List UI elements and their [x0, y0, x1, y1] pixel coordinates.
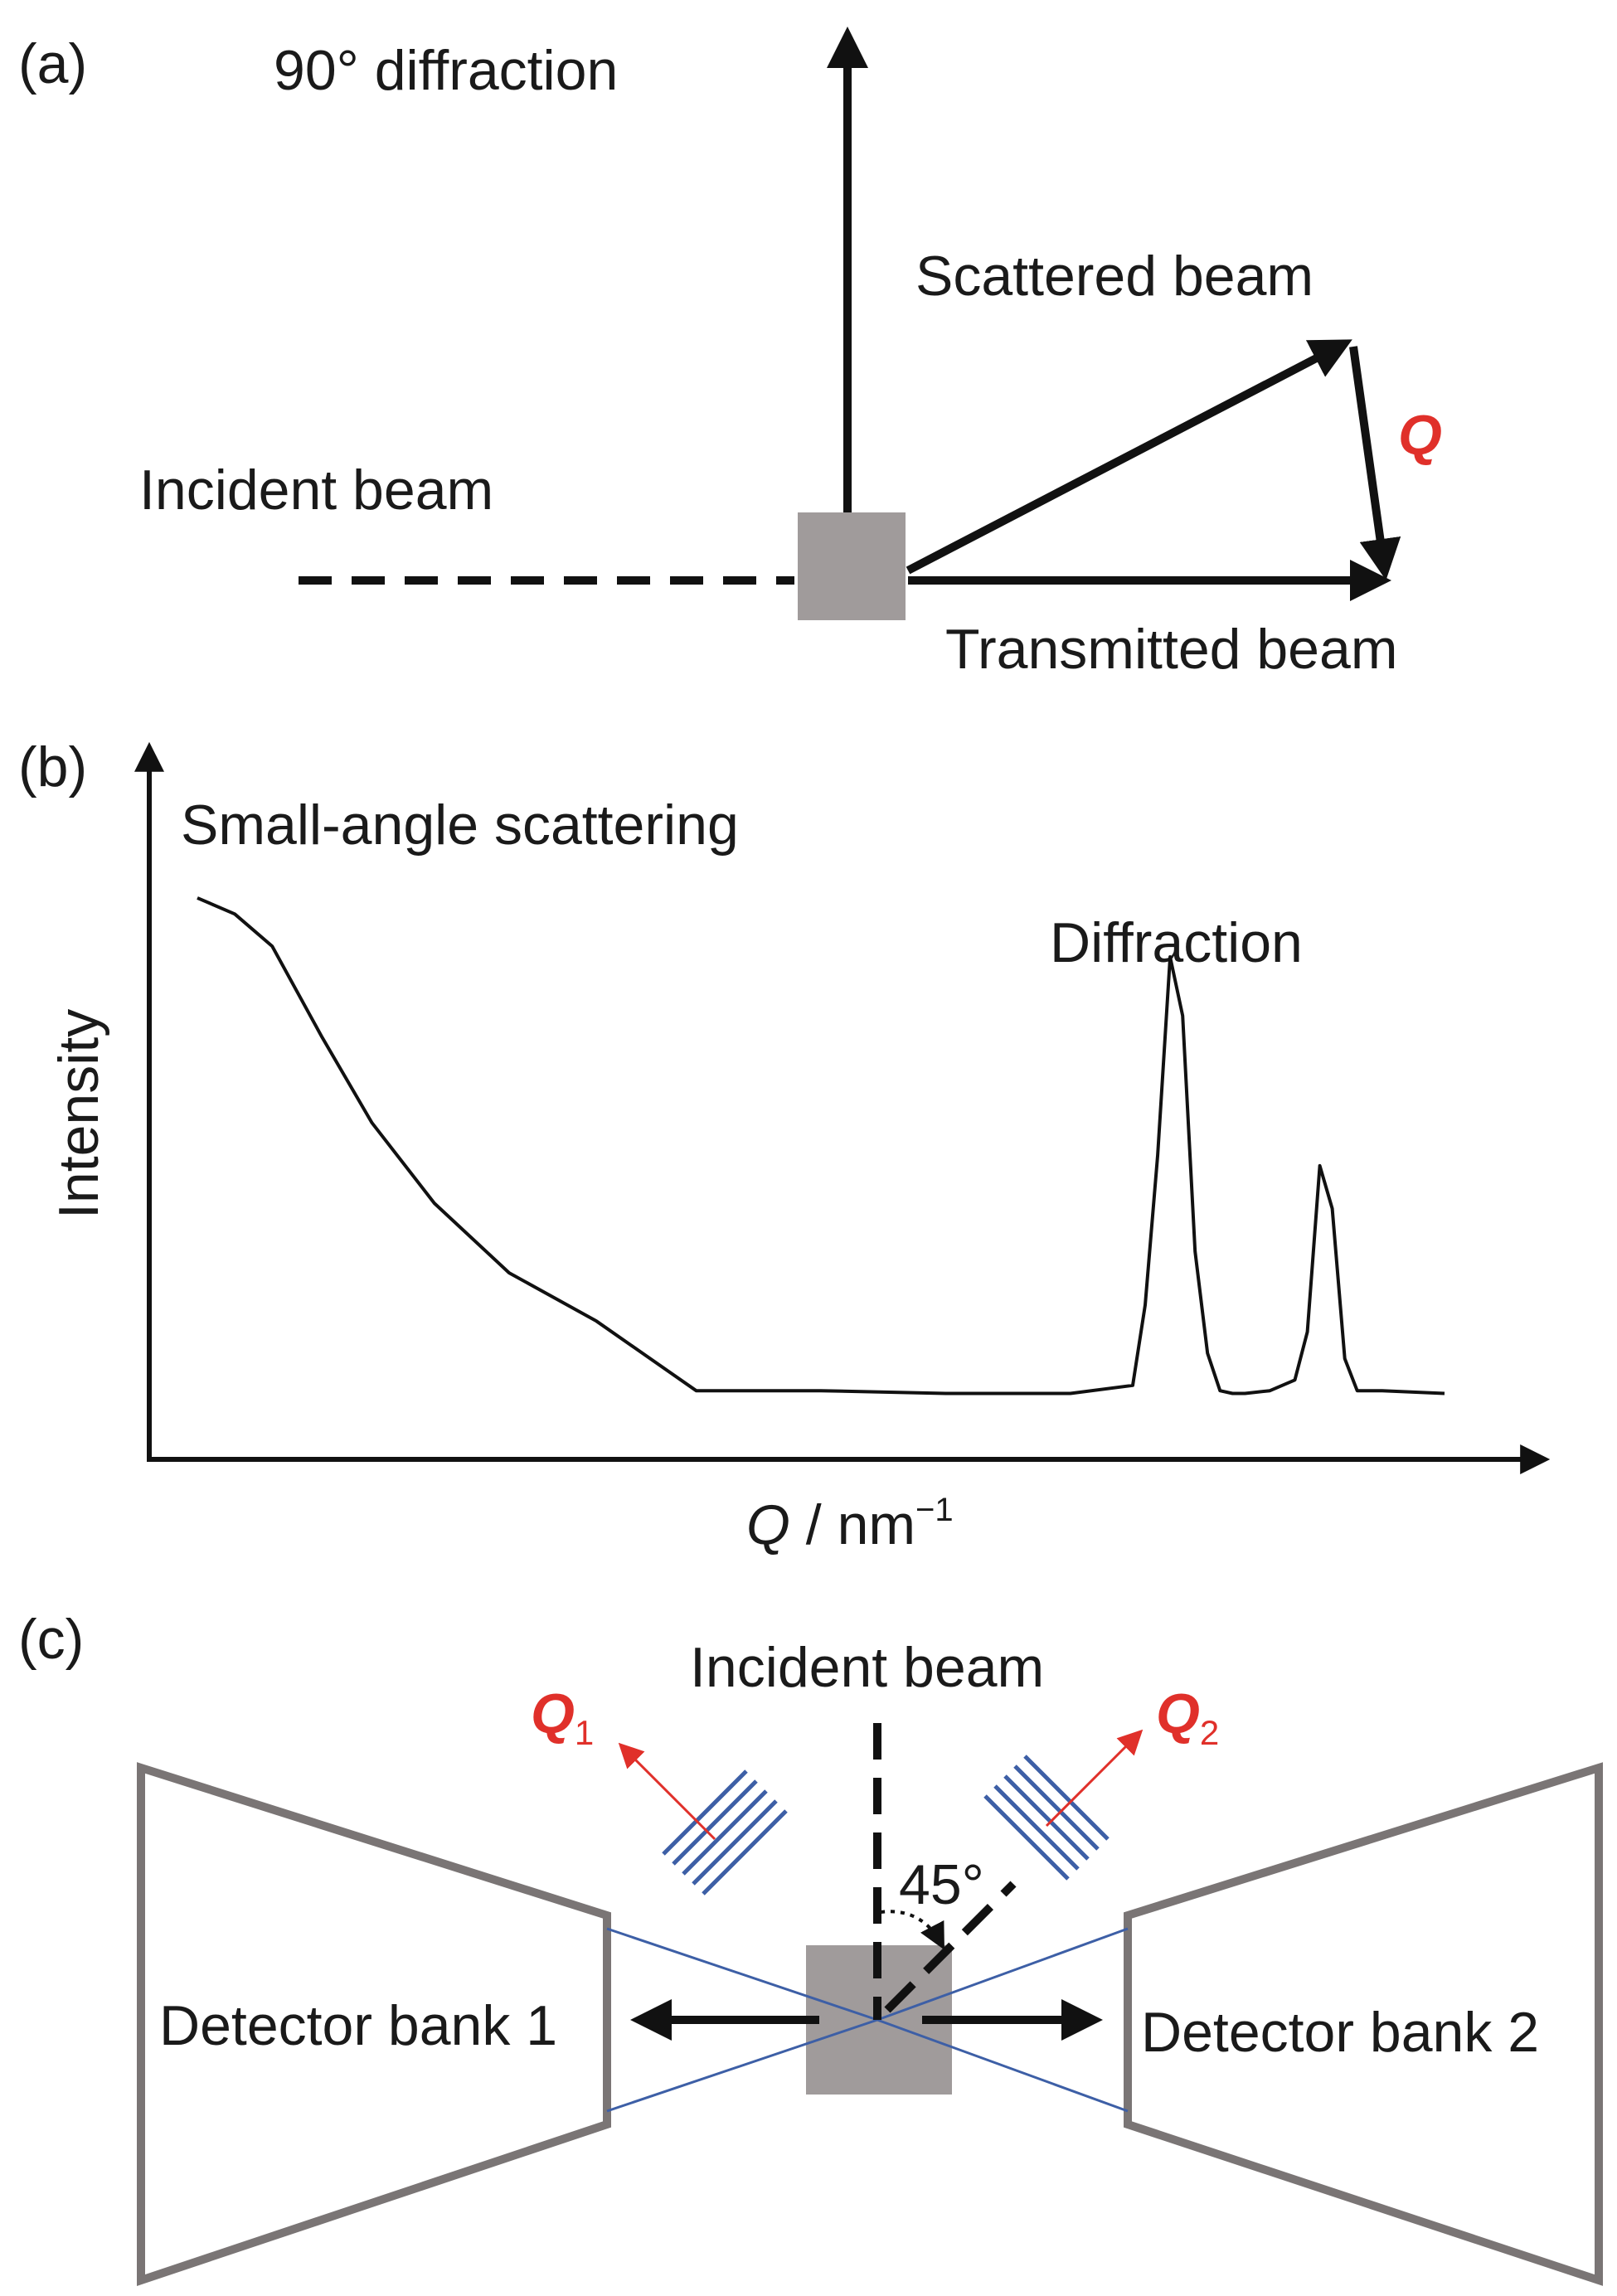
panel-b: (b) Intensity Q / nm−1 Small-angle scatt…: [18, 735, 1551, 1556]
panel-b-label: (b): [18, 735, 87, 799]
lattice-planes-left: [662, 1769, 788, 1896]
panel-c: (c) Incident beam Detector bank 1 Detect…: [18, 1608, 1603, 2286]
ray-bank2-top: [876, 1927, 1129, 2022]
forty-five-degree-line: [884, 1881, 1017, 2013]
q1-label-main: Q: [531, 1682, 575, 1745]
x-axis-label-unit: / nm: [790, 1493, 915, 1556]
ninety-diffraction-label: 90° diffraction: [274, 39, 618, 102]
q1-label: Q1: [531, 1682, 594, 1752]
q-vector-label: Q: [1398, 404, 1442, 467]
q-vector-arrow: [1349, 346, 1401, 580]
incident-beam-label: Incident beam: [139, 459, 493, 522]
x-axis-label-exponent: −1: [915, 1492, 954, 1528]
intensity-curve: [197, 896, 1445, 1396]
q1-vector-arrow: [618, 1742, 716, 1841]
transmitted-beam-label: Transmitted beam: [945, 618, 1397, 681]
small-angle-scattering-label: Small-angle scattering: [181, 794, 739, 857]
angle-arc: [880, 1910, 944, 1950]
detector-bank-1-label: Detector bank 1: [159, 1994, 557, 2057]
ray-bank1-bottom: [606, 2018, 878, 2113]
detector-bank-2: [1124, 1762, 1603, 2286]
x-axis-label: Q / nm−1: [746, 1492, 954, 1556]
q1-label-subscript: 1: [575, 1713, 594, 1752]
y-axis-label: Intensity: [47, 1009, 110, 1219]
sample-box: [798, 512, 906, 620]
detector-bank-1: [137, 1762, 611, 2286]
scattered-beam-arrow: [906, 339, 1352, 575]
panel-c-label: (c): [18, 1608, 84, 1671]
diffraction-label: Diffraction: [1050, 911, 1303, 974]
q2-label-subscript: 2: [1200, 1713, 1219, 1752]
ray-bank1-top: [606, 1927, 878, 2022]
panel-a-label: (a): [18, 32, 87, 95]
q2-label: Q2: [1156, 1682, 1219, 1752]
scattered-beam-label: Scattered beam: [915, 245, 1314, 308]
lattice-planes-right: [983, 1755, 1110, 1881]
q2-label-main: Q: [1156, 1682, 1200, 1745]
panel-a: (a) 90° diffraction Incident beam Scatte…: [18, 27, 1442, 681]
angle-label: 45°: [899, 1853, 984, 1916]
x-axis-label-q: Q: [746, 1493, 790, 1556]
incident-beam-label-c: Incident beam: [690, 1636, 1044, 1699]
ray-bank2-bottom: [876, 2018, 1129, 2113]
q2-vector-arrow: [1045, 1729, 1144, 1828]
detector-bank-2-label: Detector bank 2: [1141, 2001, 1539, 2064]
